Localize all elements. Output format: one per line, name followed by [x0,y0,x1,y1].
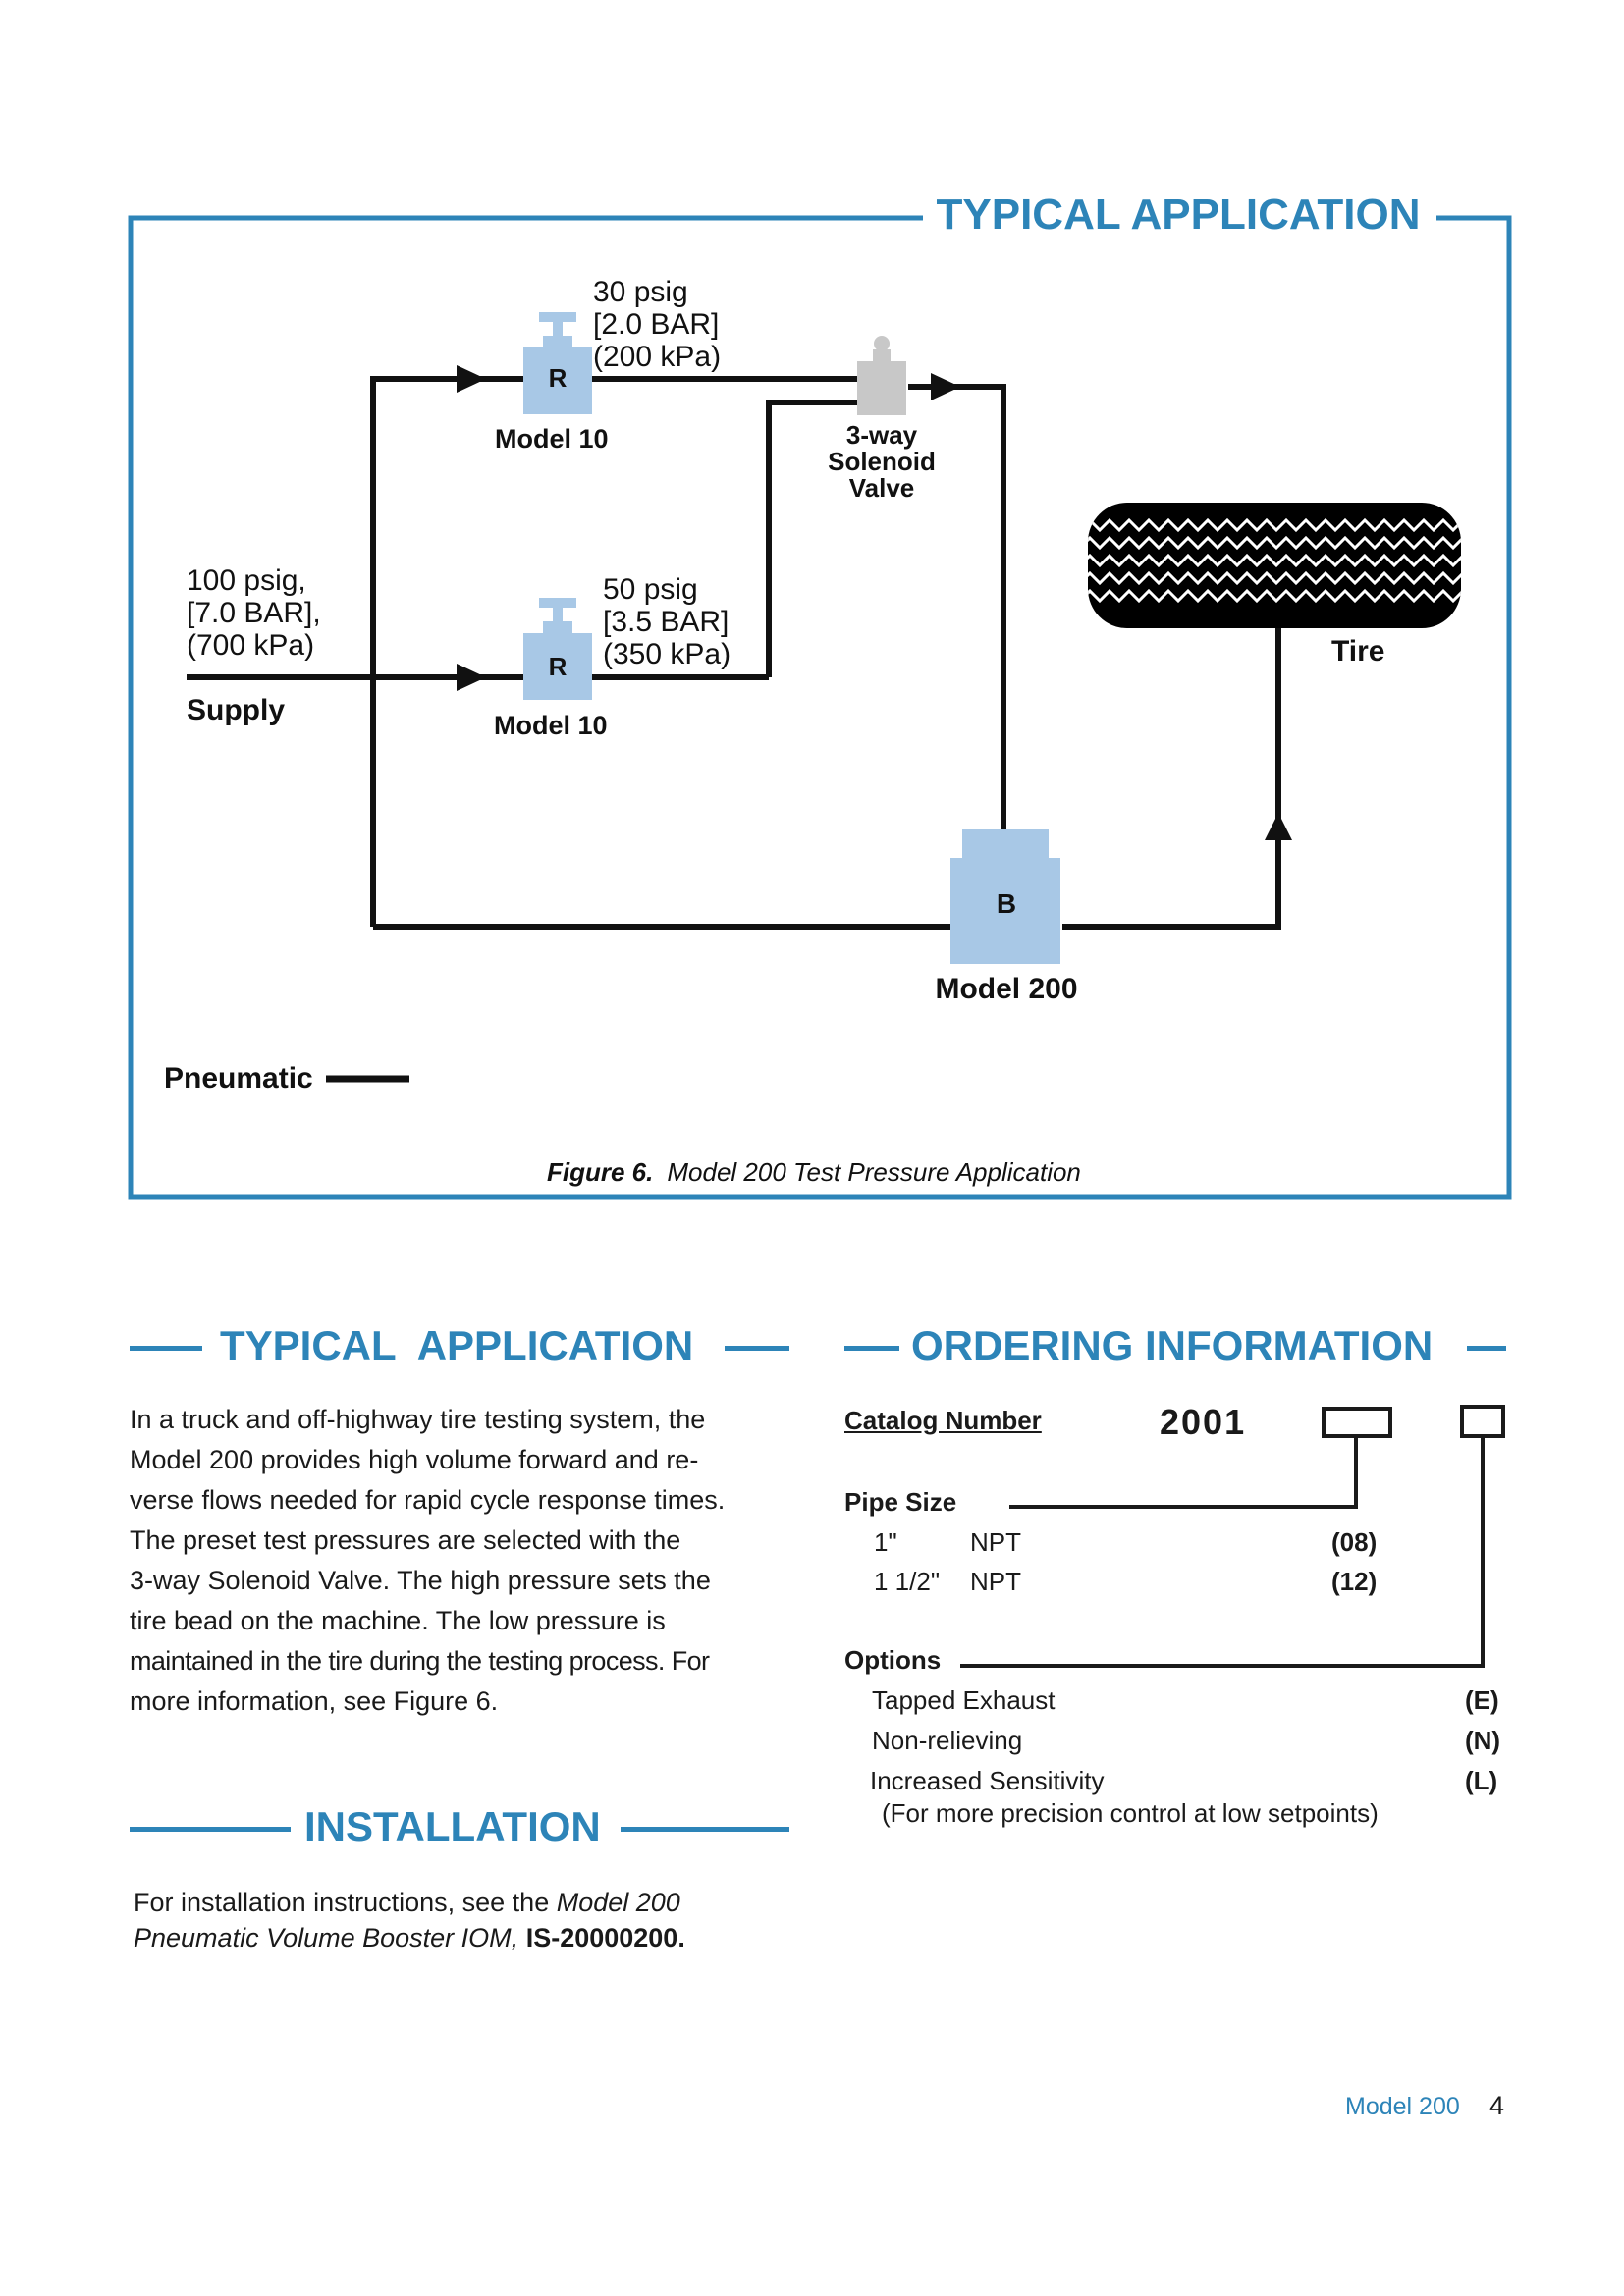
footer-page-number: 4 [1489,2091,1505,2120]
figure-frame [128,215,1512,1200]
bottom-regulator: R [523,598,592,700]
typical-application-line: verse flows needed for rapid cycle respo… [130,1485,726,1515]
pipe-size-code-box [1322,1407,1392,1438]
installation-line-1: For installation instructions, see the M… [134,1885,793,1920]
supply-pressure-psig: 100 psig, [187,564,306,597]
figure-caption-number: Figure 6. [547,1157,653,1187]
typical-application-line: 3-way Solenoid Valve. The high pressure … [130,1566,711,1595]
legend-pneumatic-label: Pneumatic [164,1062,313,1095]
option-2-code: (N) [1465,1726,1501,1755]
ordering-rule-right [1467,1346,1506,1351]
booster-model: Model 200 [935,973,1077,1005]
catalog-number-label: Catalog Number [844,1406,1042,1435]
option-3-code: (L) [1465,1766,1498,1795]
supply-pressure-kpa: (700 kPa) [187,629,314,662]
solenoid-label-line2: Solenoid [828,447,936,476]
top-regulator: R [523,312,592,414]
tire-label: Tire [1331,635,1384,667]
flow-arrows [457,365,1292,840]
option-1-code: (E) [1465,1685,1499,1715]
installation-title: INSTALLATION [304,1803,601,1849]
options-label: Options [844,1645,942,1675]
arrow-bottom-regulator-inlet [457,664,486,691]
booster-letter: B [997,888,1016,919]
catalog-number-value: 2001 [1160,1402,1247,1442]
options-connector-horizontal [960,1664,1485,1668]
bottom-regulator-pressure-bar: [3.5 BAR] [603,606,729,638]
pipe-size-2-code: (12) [1331,1567,1378,1596]
top-regulator-pressure-bar: [2.0 BAR] [593,308,719,341]
typical-application-body: In a truck and off-highway tire testing … [130,1400,789,1722]
typical-application-title: TYPICAL APPLICATION [220,1322,694,1368]
option-1-name: Tapped Exhaust [872,1685,1056,1715]
supply-label: Supply [187,694,285,726]
model-200-booster: B [950,829,1060,964]
pipe-size-2-type: NPT [970,1567,1021,1596]
solenoid-label-line3: Valve [849,473,915,503]
pipe-size-connector-vertical [1354,1438,1358,1509]
typical-application-line: tire bead on the machine. The low pressu… [130,1606,666,1635]
arrow-solenoid-outlet [931,373,960,400]
ordering-title: ORDERING INFORMATION [911,1322,1434,1368]
pneumatic-lines [187,376,1281,930]
typical-application-line: In a truck and off-highway tire testing … [130,1405,706,1434]
footer-doc-name: Model 200 [1345,2093,1460,2120]
pipe-size-1-code: (08) [1331,1527,1378,1557]
typical-application-diagram: TYPICAL APPLICATION R Model 10 30 psig [… [128,190,1512,1200]
installation-doc-title: Model 200 [556,1888,680,1917]
options-code-box [1460,1405,1505,1438]
solenoid-label-line1: 3-way [846,420,918,450]
typical-application-line: Model 200 provides high volume forward a… [130,1445,699,1474]
pipe-size-1-type: NPT [970,1527,1021,1557]
arrow-to-tire [1265,813,1292,840]
top-regulator-model: Model 10 [495,424,609,454]
pipe-size-connector-horizontal [1009,1505,1358,1509]
installation-doc-number: IS-20000200. [525,1923,685,1952]
option-2-name: Non-relieving [872,1726,1023,1755]
bottom-regulator-pressure-psig: 50 psig [603,573,698,606]
installation-text: For installation instructions, see the [134,1888,550,1917]
pipe-size-label: Pipe Size [844,1487,957,1517]
tire-icon [1088,503,1461,628]
option-3-name: Increased Sensitivity [870,1766,1105,1795]
figure-frame-title: TYPICAL APPLICATION [937,190,1421,239]
top-regulator-pressure-psig: 30 psig [593,276,688,308]
pipe-size-1-size: 1" [874,1527,897,1557]
typical-application-rule-left [130,1346,202,1351]
typical-application-line: more information, see Figure 6. [130,1686,499,1716]
bottom-regulator-pressure-kpa: (350 kPa) [603,638,731,670]
bottom-regulator-letter: R [549,652,568,681]
option-3-note: (For more precision control at low setpo… [882,1798,1379,1828]
bottom-regulator-model: Model 10 [494,711,608,740]
pipe-size-2-size: 1 1/2" [874,1567,941,1596]
installation-rule-left [130,1827,291,1832]
top-regulator-pressure-kpa: (200 kPa) [593,341,721,373]
figure-caption-text: Model 200 Test Pressure Application [667,1157,1081,1187]
installation-body: For installation instructions, see the M… [134,1885,793,1955]
typical-application-line: The preset test pressures are selected w… [130,1525,681,1555]
figure-caption: Figure 6. Model 200 Test Pressure Applica… [547,1157,1081,1187]
typical-application-rule-right [725,1346,789,1351]
supply-pressure-bar: [7.0 BAR], [187,597,321,629]
solenoid-valve [857,336,906,415]
options-connector-vertical [1481,1438,1485,1668]
top-regulator-letter: R [549,363,568,393]
installation-line-2: Pneumatic Volume Booster IOM, IS-2000020… [134,1920,793,1955]
ordering-rule-left [844,1346,899,1351]
installation-rule-right [621,1827,789,1832]
arrow-top-regulator-inlet [457,365,486,393]
typical-application-line: maintained in the tire during the testin… [130,1646,710,1676]
installation-doc-title-2: Pneumatic Volume Booster IOM, [134,1923,519,1952]
